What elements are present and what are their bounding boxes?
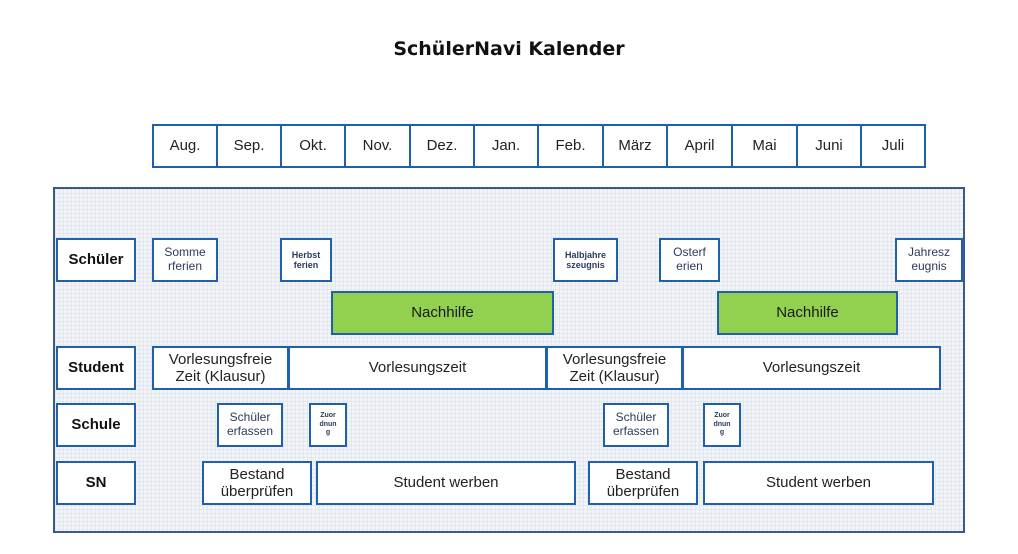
event-vorlesungsfreie-zeit-2: Vorlesungsfreie Zeit (Klausur): [546, 346, 683, 390]
row-label-student: Student: [56, 346, 136, 390]
event-nachhilfe-1: Nachhilfe: [331, 291, 554, 335]
month-juni: Juni: [796, 124, 861, 168]
row-label-sn: SN: [56, 461, 136, 505]
event-zuordnung-1: Zuor dnun g: [309, 403, 347, 447]
event-schueler-erfassen-1: Schüler erfassen: [217, 403, 283, 447]
row-label-schule: Schule: [56, 403, 136, 447]
event-halbjahreszeugnis: Halbjahre szeugnis: [553, 238, 618, 282]
month-okt: Okt.: [280, 124, 345, 168]
event-jahreszeugnis: Jahresz eugnis: [895, 238, 963, 282]
event-bestand-ueberpruefen-2: Bestand überprüfen: [588, 461, 698, 505]
month-mai: Mai: [731, 124, 797, 168]
event-herbstferien: Herbst ferien: [280, 238, 332, 282]
event-bestand-ueberpruefen-1: Bestand überprüfen: [202, 461, 312, 505]
event-zuordnung-2: Zuor dnun g: [703, 403, 741, 447]
month-feb: Feb.: [537, 124, 603, 168]
event-student-werben-1: Student werben: [316, 461, 576, 505]
row-label-schueler: Schüler: [56, 238, 136, 282]
event-vorlesungsfreie-zeit-1: Vorlesungsfreie Zeit (Klausur): [152, 346, 289, 390]
event-vorlesungszeit-2: Vorlesungszeit: [682, 346, 941, 390]
month-nov: Nov.: [344, 124, 410, 168]
event-student-werben-2: Student werben: [703, 461, 934, 505]
month-juli: Juli: [860, 124, 926, 168]
event-nachhilfe-2: Nachhilfe: [717, 291, 898, 335]
page-title: SchülerNavi Kalender: [393, 38, 625, 60]
month-dez: Dez.: [409, 124, 474, 168]
event-osterferien: Osterf erien: [659, 238, 720, 282]
month-maerz: März: [602, 124, 667, 168]
event-vorlesungszeit-1: Vorlesungszeit: [288, 346, 547, 390]
event-schueler-erfassen-2: Schüler erfassen: [603, 403, 669, 447]
month-jan: Jan.: [473, 124, 538, 168]
month-sep: Sep.: [216, 124, 281, 168]
event-sommerferien: Somme rferien: [152, 238, 218, 282]
month-aug: Aug.: [152, 124, 217, 168]
month-april: April: [666, 124, 732, 168]
